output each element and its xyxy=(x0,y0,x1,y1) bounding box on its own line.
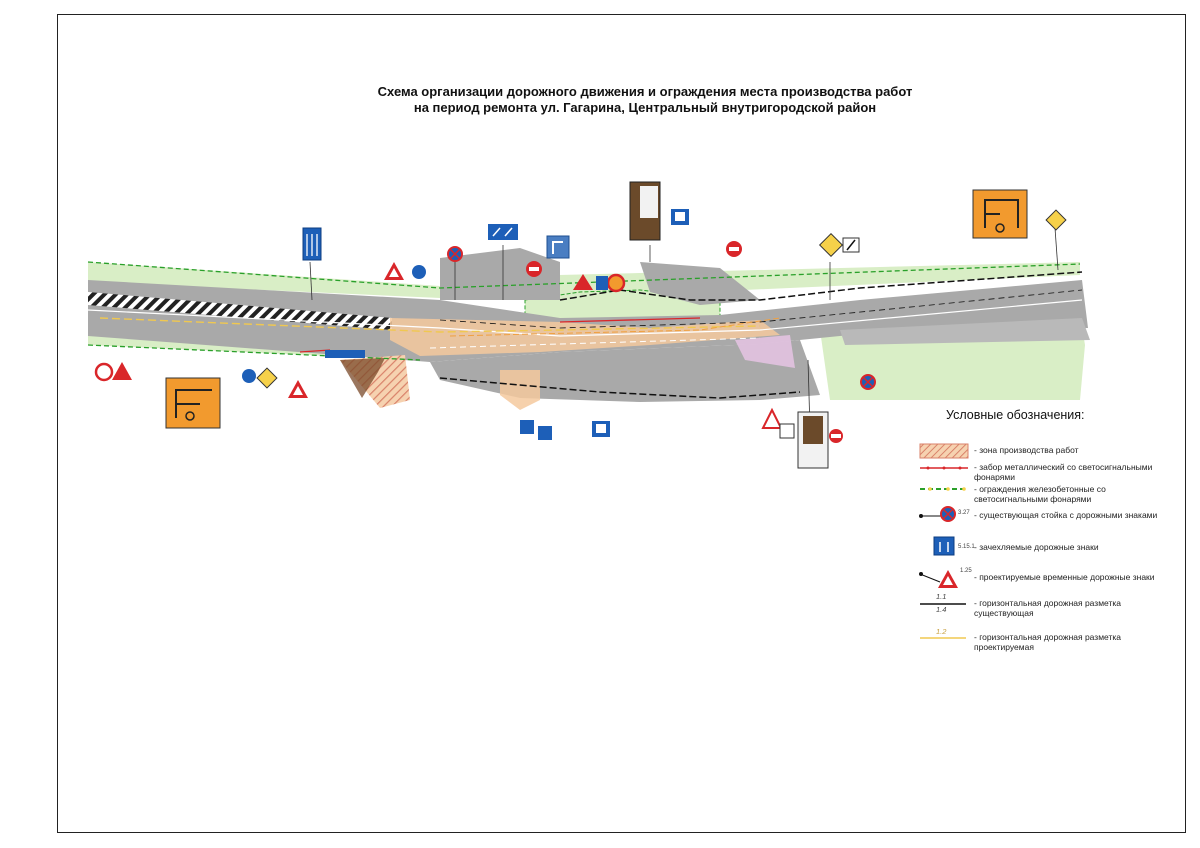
drawing-frame xyxy=(57,14,1186,833)
marking-existing-3 xyxy=(429,337,761,349)
legend-text-covered-signs: - зачехляемые дорожные знаки xyxy=(974,542,1099,552)
legend-heading: Условные обозначения: xyxy=(946,408,1085,422)
sign-lanes-blue-gagarina xyxy=(325,350,365,358)
closed-lane-hatch xyxy=(88,292,392,330)
sign-lanes-north-2 xyxy=(488,224,518,240)
road-east-ramp xyxy=(840,318,1090,345)
sign-mandatory-round-2 xyxy=(242,369,256,383)
sign-junction-diagram xyxy=(842,237,860,253)
legend-note-1-1: 1.1 xyxy=(936,592,947,601)
existing-post-swatch xyxy=(919,506,956,522)
legend-note-1-25: 1.25 xyxy=(960,568,972,574)
sign-direction-board xyxy=(629,181,661,241)
sign-triangle-warning-4 xyxy=(573,274,593,290)
marking-designed-2 xyxy=(449,317,781,337)
sign-lane-arrows-north xyxy=(302,227,322,261)
sign-no-entry-2-bar xyxy=(729,247,739,251)
sign-no-stopping-2-cross xyxy=(862,376,874,388)
work-zone-east xyxy=(735,335,795,368)
designed-marking-swatch xyxy=(920,637,966,639)
legend-note-1-4: 1.4 xyxy=(936,605,947,614)
legend-text-concrete-barrier: - ограждения железобетонные со светосигн… xyxy=(974,484,1106,504)
legend-text-metal-fence: - забор металлический со светосигнальным… xyxy=(974,462,1153,482)
sign-turn-south xyxy=(779,423,795,439)
sign-mandatory-round xyxy=(412,265,426,279)
sign-bus-stop-south xyxy=(592,421,610,437)
sign-priority-road-3 xyxy=(256,367,278,389)
legend-text-temporary-signs: - проектируемые временные дорожные знаки xyxy=(974,572,1155,582)
road-north-branch xyxy=(440,248,560,300)
sign-speed-limit-2 xyxy=(606,273,626,293)
sign-orange-detour-north xyxy=(972,189,1028,239)
marking-existing-1 xyxy=(87,299,1083,337)
legend-note-3-27: 3.27 xyxy=(958,510,970,516)
sign-direction-board-south xyxy=(797,411,829,469)
sign-turn-direction xyxy=(546,235,570,259)
sign-lanes-blue-small xyxy=(596,276,608,290)
metal-fence-swatch xyxy=(920,466,968,470)
sign-roadworks-triangle-3 xyxy=(112,362,132,380)
sign-priority-road-2 xyxy=(1045,209,1067,231)
legend-note-1-2: 1.2 xyxy=(936,627,947,636)
drawing-title: Схема организации дорожного движения и о… xyxy=(300,84,990,116)
legend-text-existing-post: - существующая стойка с дорожными знакам… xyxy=(974,510,1158,520)
work-zone-south-spur xyxy=(500,370,540,410)
title-line-2: на период ремонта ул. Гагарина, Централь… xyxy=(413,100,877,115)
work-zone-swatch xyxy=(919,443,969,459)
sign-triangle-south xyxy=(761,407,783,429)
sign-lanes-south-1 xyxy=(520,420,552,440)
temporary-sign-swatch xyxy=(919,570,958,588)
sign-orange-detour-west xyxy=(165,377,221,429)
work-zone-gagarina-dark xyxy=(340,358,385,398)
sign-priority-road-1 xyxy=(818,232,844,258)
sign-no-entry-1-bar xyxy=(529,267,539,271)
covered-sign-swatch xyxy=(933,536,955,556)
concrete-barrier-north xyxy=(87,261,1081,289)
legend-text-work-zone: - зона производства работ xyxy=(974,445,1079,455)
marking-existing-2 xyxy=(439,289,1083,329)
road-north-junction xyxy=(640,262,760,305)
legend-note-5-15-1: 5.15.1 xyxy=(958,544,975,550)
sign-no-stopping-1-cross xyxy=(449,248,461,260)
legend-text-designed-marking: - горизонтальная дорожная разметка проек… xyxy=(974,632,1122,652)
sign-roadworks-triangle-2 xyxy=(288,380,308,398)
sign-no-entry-3-bar xyxy=(831,434,841,438)
existing-marking-swatch xyxy=(920,603,966,605)
road-edge-north xyxy=(559,271,1083,301)
road-edge-south xyxy=(439,377,801,399)
legend-text-existing-marking: - горизонтальная дорожная разметка сущес… xyxy=(974,598,1122,618)
concrete-barrier-swatch xyxy=(920,487,968,491)
sign-roadworks-triangle-1 xyxy=(384,262,404,280)
title-line-1: Схема организации дорожного движения и о… xyxy=(377,84,913,99)
sign-bus-stop xyxy=(671,209,689,225)
marking-designed xyxy=(99,317,761,333)
sign-speed-limit-1 xyxy=(94,362,114,382)
